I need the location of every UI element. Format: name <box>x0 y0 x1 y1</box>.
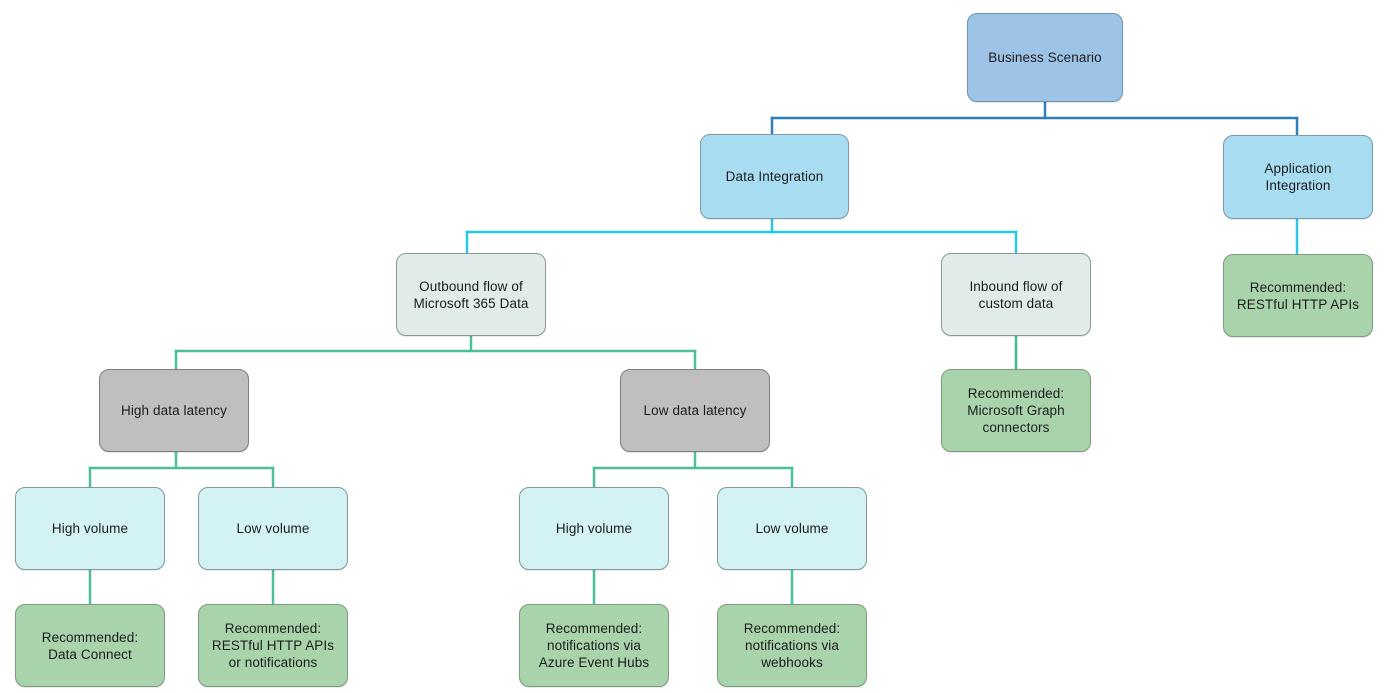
node-low-data-latency[interactable]: Low data latency <box>620 369 770 452</box>
node-low-latency-high-volume[interactable]: High volume <box>519 487 669 570</box>
node-rec-azure-event-hubs-label: Recommended: notifications via Azure Eve… <box>538 621 650 670</box>
node-rec-restful-or-notifications[interactable]: Recommended: RESTful HTTP APIs or notifi… <box>198 604 348 687</box>
node-business-scenario[interactable]: Business Scenario <box>967 13 1123 102</box>
node-outbound-flow-label: Outbound flow of Microsoft 365 Data <box>413 278 529 311</box>
node-rec-azure-event-hubs[interactable]: Recommended: notifications via Azure Eve… <box>519 604 669 687</box>
node-rec-restful-http-apis-label: Recommended: RESTful HTTP APIs <box>1236 279 1360 312</box>
node-rec-webhooks[interactable]: Recommended: notifications via webhooks <box>717 604 867 687</box>
node-rec-restful-or-notifications-label: Recommended: RESTful HTTP APIs or notifi… <box>211 621 335 670</box>
node-low-latency-low-volume-label: Low volume <box>755 521 829 536</box>
node-rec-data-connect[interactable]: Recommended: Data Connect <box>15 604 165 687</box>
node-high-latency-low-volume-label: Low volume <box>236 521 310 536</box>
node-high-data-latency[interactable]: High data latency <box>99 369 249 452</box>
node-rec-restful-http-apis[interactable]: Recommended: RESTful HTTP APIs <box>1223 254 1373 337</box>
node-low-latency-high-volume-label: High volume <box>555 521 633 536</box>
node-business-scenario-label: Business Scenario <box>988 50 1102 65</box>
node-application-integration[interactable]: Application Integration <box>1223 135 1373 219</box>
node-low-latency-low-volume[interactable]: Low volume <box>717 487 867 570</box>
node-inbound-flow[interactable]: Inbound flow of custom data <box>941 253 1091 336</box>
node-rec-graph-connectors[interactable]: Recommended: Microsoft Graph connectors <box>941 369 1091 452</box>
connector-highlatency-to-volumes <box>88 450 275 489</box>
node-high-latency-low-volume[interactable]: Low volume <box>198 487 348 570</box>
node-rec-graph-connectors-label: Recommended: Microsoft Graph connectors <box>967 386 1065 435</box>
connector-dataintegration-to-flows <box>465 216 1018 255</box>
connector-root-to-level1 <box>770 99 1299 137</box>
node-high-latency-high-volume-label: High volume <box>51 521 129 536</box>
node-high-data-latency-label: High data latency <box>120 403 227 418</box>
connector-lowlatency-to-volumes <box>592 450 794 489</box>
connector-volumes-to-recommendations <box>88 568 794 606</box>
node-inbound-flow-label: Inbound flow of custom data <box>969 278 1063 311</box>
node-data-integration-label: Data Integration <box>725 169 824 184</box>
node-application-integration-label: Application Integration <box>1264 161 1332 193</box>
node-outbound-flow[interactable]: Outbound flow of Microsoft 365 Data <box>396 253 546 336</box>
node-rec-webhooks-label: Recommended: notifications via webhooks <box>743 621 841 670</box>
connector-outbound-to-latency <box>174 334 697 371</box>
node-low-data-latency-label: Low data latency <box>643 403 747 418</box>
node-rec-data-connect-label: Recommended: Data Connect <box>41 629 139 662</box>
node-high-latency-high-volume[interactable]: High volume <box>15 487 165 570</box>
node-data-integration[interactable]: Data Integration <box>700 134 849 219</box>
